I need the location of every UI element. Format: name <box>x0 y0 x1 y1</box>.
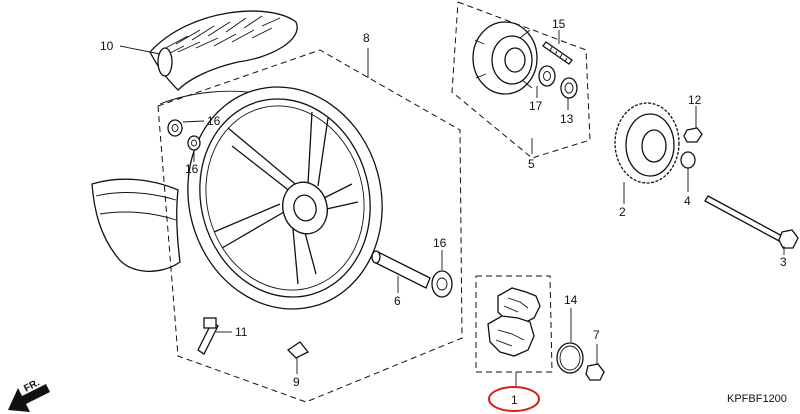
callout-7: 7 <box>593 328 600 342</box>
stud-part <box>542 41 573 65</box>
front-direction-arrow: FR. <box>8 377 50 412</box>
callout-13: 13 <box>560 112 574 126</box>
balance-weight-part <box>286 341 310 359</box>
oil-seal-part <box>560 77 578 99</box>
wheel-rim-part <box>187 86 383 310</box>
callout-15: 15 <box>552 17 566 31</box>
callout-12: 12 <box>688 93 702 107</box>
callout-5: 5 <box>528 157 535 171</box>
hub-assembly-box <box>451 1 591 159</box>
sprocket-nut-part <box>683 127 703 143</box>
callout-16-lower: 16 <box>185 162 199 176</box>
leader-lines <box>119 30 785 388</box>
callout-9: 9 <box>293 375 300 389</box>
axle-bolt-part <box>704 195 799 249</box>
hub-bearing-part <box>538 65 556 87</box>
callouts: 10 8 16 16 16 6 11 9 15 17 13 5 12 4 2 3… <box>100 17 787 407</box>
callout-2: 2 <box>619 205 626 219</box>
damper-assembly-box <box>475 275 553 373</box>
drawing-code: KPFBF1200 <box>727 393 787 405</box>
callout-4: 4 <box>684 194 691 208</box>
callout-1: 1 <box>511 393 518 407</box>
bearing-axle-part <box>431 270 453 298</box>
wheel-assembly-box <box>157 49 463 403</box>
callout-6: 6 <box>394 294 401 308</box>
o-ring-part <box>556 342 584 374</box>
callout-3: 3 <box>780 255 787 269</box>
bearing-upper-part <box>167 119 201 151</box>
flange-bolt-part <box>585 363 605 381</box>
axle-collar-part <box>371 250 431 289</box>
callout-14: 14 <box>564 293 578 307</box>
sprocket-hub-part <box>472 21 538 95</box>
callout-16-upper: 16 <box>207 114 221 128</box>
callout-16-axle: 16 <box>433 236 447 250</box>
highlight-circle <box>488 386 540 412</box>
callout-8: 8 <box>363 31 370 45</box>
driven-sprocket-part <box>614 102 680 184</box>
callout-10: 10 <box>100 39 114 53</box>
distance-collar-part <box>680 151 696 169</box>
valve-part <box>197 317 219 355</box>
tire-part <box>91 10 298 273</box>
callout-11: 11 <box>235 325 248 339</box>
damper-rubber-part <box>487 287 541 357</box>
callout-17: 17 <box>529 99 543 113</box>
